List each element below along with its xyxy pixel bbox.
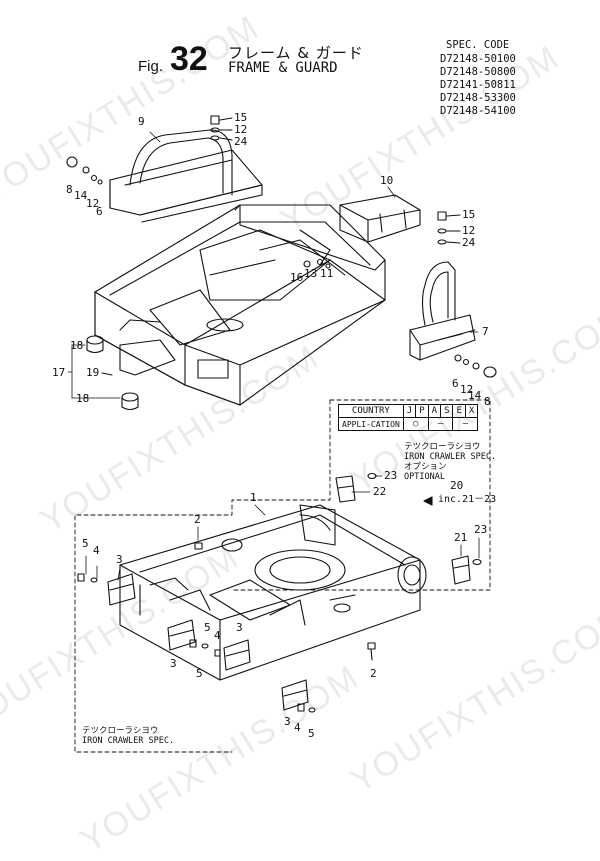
figure-number: 32 — [170, 40, 208, 78]
spec-code: D72141-50811 — [440, 79, 516, 91]
table-header: A — [427, 404, 442, 418]
table-cell: — — [427, 417, 454, 431]
side-guard-7 — [409, 261, 476, 361]
callout-label: 18 — [76, 392, 90, 405]
mounts-18-19 — [86, 335, 176, 411]
note-iron-en: IRON CRAWLER SPEC. — [82, 736, 175, 746]
callout-label: 16 — [290, 271, 304, 284]
callout-label: 23 — [384, 469, 398, 482]
callout-label: 5 — [196, 667, 203, 680]
callout-label: 8 — [66, 183, 73, 196]
table-header: J — [402, 404, 417, 418]
side-guard-9 — [109, 129, 263, 223]
leader-lines-lower — [85, 475, 480, 581]
upper-frame — [94, 204, 386, 406]
note-inc-ref: inc.21－23 — [438, 494, 497, 505]
callout-label: 5 — [308, 727, 315, 740]
callout-label: 14 — [74, 189, 88, 202]
callout-label: 22 — [373, 485, 387, 498]
callout-label: 8 — [484, 395, 491, 408]
fasteners-lower — [77, 542, 376, 713]
callout-label: 12 — [462, 224, 476, 237]
fasteners-right — [303, 211, 497, 378]
callout-label: 9 — [138, 115, 145, 128]
callout-label: 13 — [304, 267, 318, 280]
spec-code-heading: SPEC. CODE — [446, 39, 510, 51]
callout-label: 6 — [452, 377, 459, 390]
callout-label: 3 — [170, 657, 177, 670]
callout-label: 15 — [234, 111, 248, 124]
note-iron-jp: テツクローラシヨウ — [404, 442, 481, 452]
callout-label: 14 — [468, 389, 482, 402]
callout-label: 6 — [96, 205, 103, 218]
title-japanese: フレーム & ガード — [228, 44, 364, 62]
table-header: X — [464, 404, 479, 418]
callout-label: 19 — [86, 366, 100, 379]
callout-label: 12 — [460, 383, 474, 396]
callout-label: 20 — [450, 479, 464, 492]
group-box-lower — [74, 399, 491, 753]
country-application-table: COUNTRY J P A S E X APPLI-CATION ○ — — — [338, 404, 479, 431]
table-header: COUNTRY — [338, 404, 404, 418]
rear-cover-10 — [339, 194, 421, 243]
callout-label: 24 — [462, 236, 476, 249]
callout-label: 24 — [234, 135, 248, 148]
callout-label: 4 — [93, 544, 100, 557]
table-cell: — — [452, 417, 479, 431]
callout-label: 18 — [70, 339, 84, 352]
callout-label: 12 — [86, 197, 100, 210]
callout-label: 5 — [204, 621, 211, 634]
arrow-icon — [423, 496, 433, 506]
callout-label: 2 — [194, 513, 201, 526]
table-cell: ○ — [402, 417, 429, 431]
callout-label: 4 — [294, 721, 301, 734]
track-frame-1 — [119, 504, 427, 681]
note-iron-en: IRON CRAWLER SPEC. — [404, 452, 497, 462]
callout-label: 15 — [462, 208, 476, 221]
table-header: S — [440, 404, 454, 418]
spec-code: D72148-53300 — [440, 92, 516, 104]
callout-label: 3 — [116, 553, 123, 566]
callout-label: 1 — [250, 491, 257, 504]
callout-label: 2 — [370, 667, 377, 680]
callout-label: 10 — [380, 174, 394, 187]
frame-guard-exploded-view — [66, 115, 497, 753]
callout-label: 4 — [214, 629, 221, 642]
table-row-label: APPLI-CATION — [338, 417, 404, 431]
note-iron-jp: テツクローラシヨウ — [82, 726, 159, 736]
figure-prefix: Fig. — [138, 58, 164, 75]
callout-label: 17 — [52, 366, 66, 379]
note-option-jp: オプション — [404, 462, 447, 472]
callout-label: 12 — [234, 123, 248, 136]
optional-brackets-21-22 — [335, 472, 482, 585]
note-option-en: OPTIONAL — [404, 472, 445, 482]
callout-label: 7 — [482, 325, 489, 338]
callout-label: 3 — [236, 621, 243, 634]
spec-code: D72148-54100 — [440, 105, 516, 117]
callout-label: 11 — [320, 267, 334, 280]
callout-label: 23 — [474, 523, 488, 536]
spec-code: D72148-50800 — [440, 66, 516, 78]
table-header: P — [415, 404, 429, 418]
title-english: FRAME & GUARD — [228, 60, 338, 76]
brackets-3 — [107, 573, 309, 711]
fasteners-left — [66, 115, 233, 185]
leader-lines-upper — [67, 131, 479, 399]
table-header: E — [452, 404, 466, 418]
spec-code: D72148-50100 — [440, 53, 516, 65]
callout-label: 5 — [82, 537, 89, 550]
callout-label: 21 — [454, 531, 468, 544]
callout-label: 3 — [284, 715, 291, 728]
